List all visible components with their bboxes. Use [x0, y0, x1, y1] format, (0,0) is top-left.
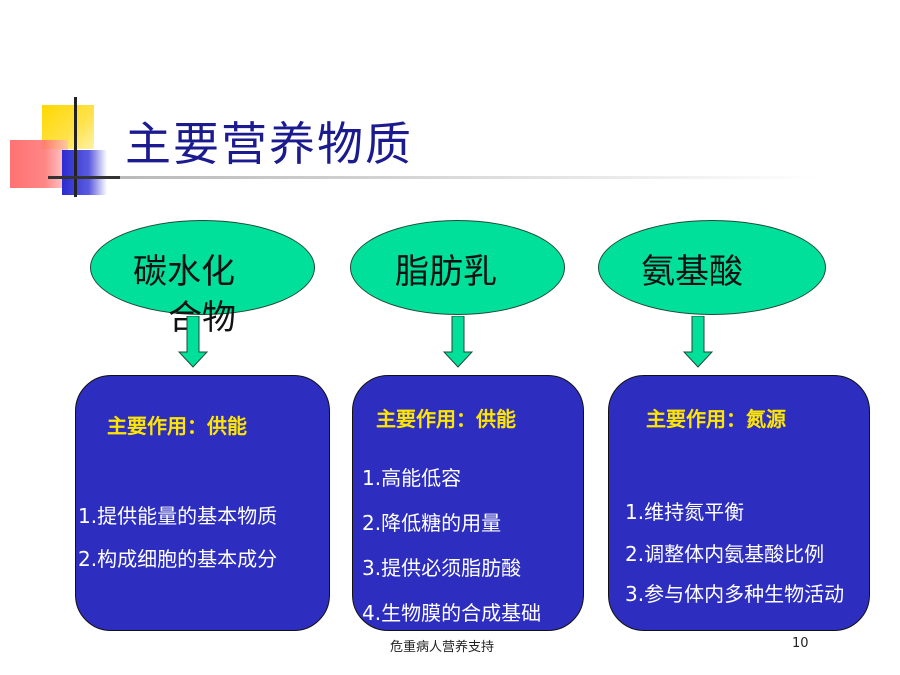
carbohydrate-point-1: 1.提供能量的基本物质: [78, 504, 278, 528]
carbohydrate-name-line2: 合物: [168, 298, 236, 338]
amino-acid-point-1: 1.维持氮平衡: [625, 500, 745, 524]
carbohydrate-name-line1: 碳水化: [133, 252, 235, 292]
fat-emulsion-name: 脂肪乳: [395, 252, 497, 292]
decor-vertical-line: [74, 97, 77, 197]
fat-emulsion-arrow-icon: [443, 316, 473, 368]
amino-acid-arrow-icon: [683, 316, 713, 368]
title-underline: [120, 176, 820, 179]
amino-acid-name: 氨基酸: [641, 252, 743, 292]
amino-acid-ellipse: [598, 220, 826, 315]
fat-emulsion-point-1: 1.高能低容: [362, 466, 462, 490]
amino-acid-point-2: 2.调整体内氨基酸比例: [625, 542, 825, 566]
amino-acid-function-box: [608, 375, 870, 631]
decor-red-square: [10, 140, 68, 188]
fat-emulsion-ellipse: [350, 220, 565, 315]
amino-acid-heading: 主要作用：氮源: [646, 407, 786, 431]
carbohydrate-function-box: [75, 375, 330, 631]
page-number: 10: [792, 636, 809, 651]
footer-text: 危重病人营养支持: [390, 640, 495, 655]
fat-emulsion-function-box: [352, 375, 584, 631]
fat-emulsion-point-4: 4.生物膜的合成基础: [362, 601, 542, 625]
slide-title: 主要营养物质: [125, 117, 413, 171]
decor-horizontal-line: [48, 176, 138, 179]
amino-acid-point-3: 3.参与体内多种生物活动: [625, 582, 845, 606]
carbohydrate-heading: 主要作用：供能: [107, 414, 247, 438]
carbohydrate-point-2: 2.构成细胞的基本成分: [78, 547, 278, 571]
fat-emulsion-heading: 主要作用：供能: [376, 407, 516, 431]
carbohydrate-arrow-icon: [178, 316, 208, 368]
fat-emulsion-point-2: 2.降低糖的用量: [362, 511, 502, 535]
decor-blue-square: [62, 150, 107, 195]
carbohydrate-ellipse: [90, 220, 315, 315]
fat-emulsion-point-3: 3.提供必须脂肪酸: [362, 556, 522, 580]
